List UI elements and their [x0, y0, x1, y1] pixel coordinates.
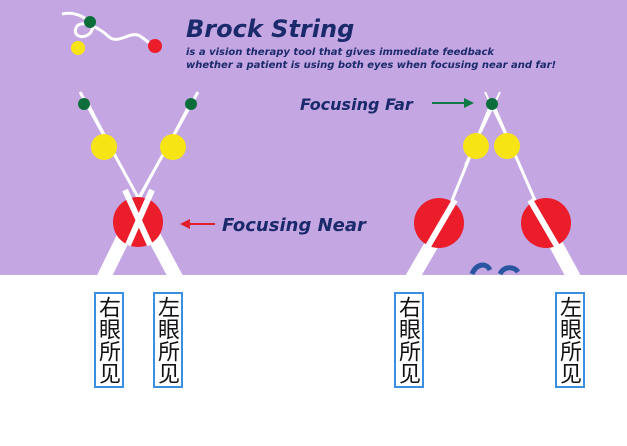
left-eye-view-label-far: 左眼所见 [555, 292, 585, 388]
far-string-over-red-right [527, 198, 568, 262]
focusing-near-annotation: Focusing Near [180, 215, 367, 236]
right-eye-view-label-near: 右眼所见 [94, 292, 124, 388]
near-arrow-icon [180, 219, 190, 229]
near-green-bead-right [185, 98, 197, 110]
subtitle-line-1: is a vision therapy tool that gives imme… [186, 47, 495, 58]
near-focus-scene [78, 91, 200, 289]
far-focus-scene [401, 91, 585, 289]
logo-yellow-bead [71, 41, 85, 55]
far-green-bead [486, 98, 498, 110]
subtitle-line-2: whether a patient is using both eyes whe… [186, 60, 556, 71]
logo-red-bead [148, 39, 162, 53]
far-yellow-bead-left [463, 133, 489, 159]
title: Brock String [186, 15, 354, 43]
near-string-over-red-2 [125, 188, 155, 247]
near-yellow-bead-left [91, 134, 117, 160]
near-yellow-bead-right [160, 134, 186, 160]
focusing-far-annotation: Focusing Far [300, 95, 474, 114]
focusing-near-label: Focusing Near [222, 215, 367, 236]
far-partial-shape [469, 262, 521, 276]
far-arrow-icon [464, 98, 474, 108]
left-eye-view-label-near: 左眼所见 [153, 292, 183, 388]
logo-green-bead [84, 16, 96, 28]
right-eye-view-label-far: 右眼所见 [394, 292, 424, 388]
near-green-bead-left [78, 98, 90, 110]
focusing-far-label: Focusing Far [300, 95, 414, 114]
far-yellow-bead-right [494, 133, 520, 159]
brock-string-logo [61, 11, 162, 55]
far-string-over-red-left [417, 198, 458, 262]
